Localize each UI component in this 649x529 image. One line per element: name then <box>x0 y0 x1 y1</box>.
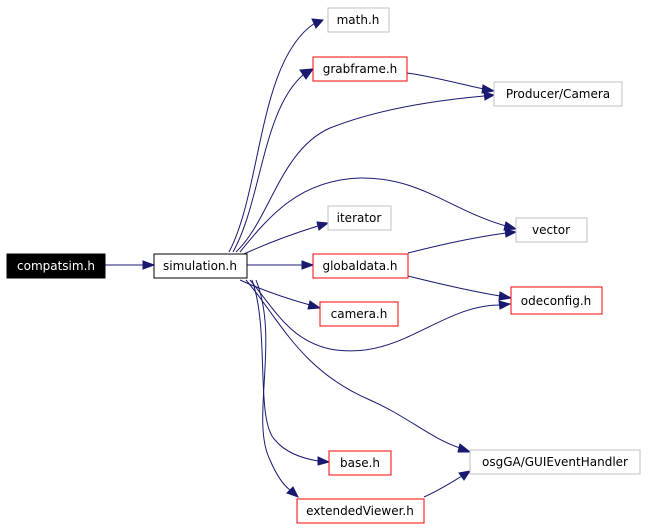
arrowhead-icon <box>503 221 518 231</box>
node-simulation[interactable]: simulation.h <box>153 253 248 279</box>
node-camera[interactable]: camera.h <box>319 301 399 327</box>
edge-globaldata-to-vector <box>407 232 507 254</box>
node-globaldata-label: globaldata.h <box>322 259 397 273</box>
node-base[interactable]: base.h <box>328 450 392 476</box>
nodes: compatsim.h simulation.h math.h grabfram… <box>6 7 641 524</box>
edge-extendedviewer-to-osgga <box>423 475 463 498</box>
arrowhead-icon <box>299 68 315 80</box>
edge-grabframe-to-producer-camera <box>406 72 485 90</box>
arrowhead-icon <box>483 91 496 101</box>
node-grabframe[interactable]: grabframe.h <box>312 56 408 82</box>
node-math[interactable]: math.h <box>327 7 390 33</box>
arrowhead-icon <box>311 18 325 29</box>
arrowhead-icon <box>498 300 512 310</box>
node-compatsim[interactable]: compatsim.h <box>6 253 106 279</box>
node-extendedviewer-label: extendedViewer.h <box>306 504 414 518</box>
node-camera-label: camera.h <box>331 307 388 321</box>
node-osgga-label: osgGA/GUIEventHandler <box>482 455 628 469</box>
arrowhead-icon <box>481 84 496 94</box>
edges <box>105 18 518 498</box>
edge-simulation-to-math <box>228 22 316 253</box>
edge-simulation-to-grabframe <box>232 73 305 253</box>
node-iterator-label: iterator <box>337 211 382 225</box>
node-producer-camera-label: Producer/Camera <box>506 87 610 101</box>
node-math-label: math.h <box>337 13 380 27</box>
arrowhead-icon <box>307 300 322 310</box>
node-odeconfig-label: odeconfig.h <box>521 294 591 308</box>
edge-globaldata-to-odeconfig <box>407 275 501 297</box>
node-iterator[interactable]: iterator <box>327 205 392 231</box>
edge-simulation-to-osgga <box>245 279 461 449</box>
edge-simulation-to-iterator <box>243 225 319 255</box>
node-globaldata[interactable]: globaldata.h <box>312 253 409 279</box>
arrowhead-icon <box>504 228 518 238</box>
arrowhead-icon <box>498 291 513 301</box>
edge-simulation-to-extendedviewer <box>255 279 291 491</box>
arrowhead-icon <box>286 486 300 498</box>
node-grabframe-label: grabframe.h <box>323 62 398 76</box>
arrowhead-icon <box>301 260 315 270</box>
node-osgga[interactable]: osgGA/GUIEventHandler <box>469 449 641 475</box>
node-extendedviewer[interactable]: extendedViewer.h <box>296 498 425 524</box>
arrowhead-icon <box>316 221 330 231</box>
node-producer-camera[interactable]: Producer/Camera <box>493 81 623 107</box>
node-simulation-label: simulation.h <box>163 259 237 273</box>
node-base-label: base.h <box>340 456 380 470</box>
edge-simulation-to-vector <box>239 177 507 253</box>
node-compatsim-label: compatsim.h <box>17 259 95 273</box>
edge-simulation-to-producer-camera <box>235 95 485 253</box>
arrowhead-icon <box>458 470 472 481</box>
node-vector[interactable]: vector <box>515 217 588 243</box>
arrowhead-icon <box>457 443 472 453</box>
arrowhead-icon <box>317 456 331 466</box>
node-vector-label: vector <box>532 223 570 237</box>
edge-simulation-to-odeconfig <box>249 279 501 352</box>
node-odeconfig[interactable]: odeconfig.h <box>510 286 603 315</box>
arrowhead-icon <box>142 260 156 270</box>
edge-simulation-to-base <box>251 279 319 462</box>
edge-simulation-to-camera <box>239 279 311 306</box>
